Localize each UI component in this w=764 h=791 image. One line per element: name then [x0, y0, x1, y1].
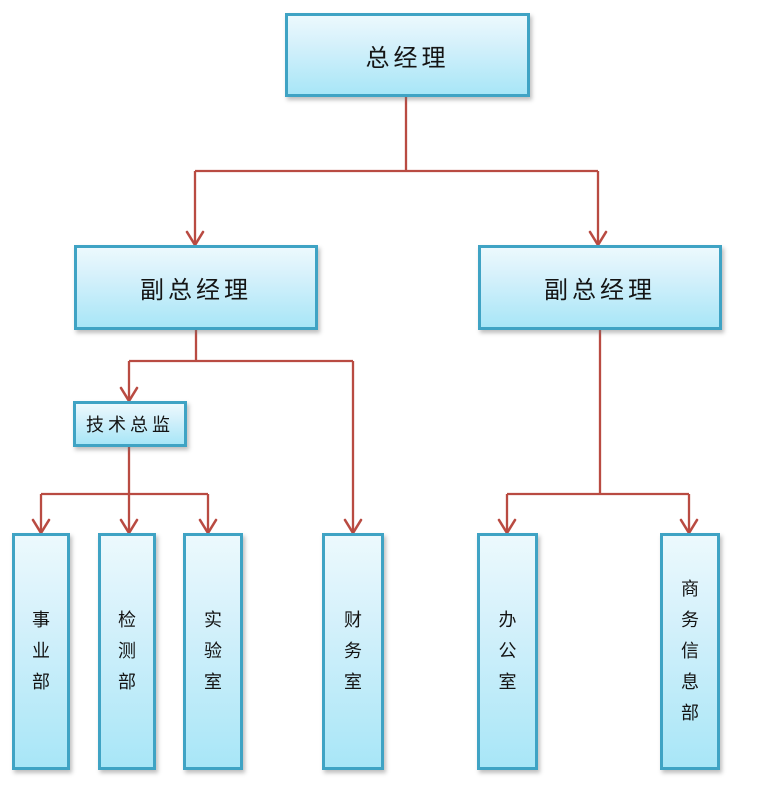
node-business-division: 事业部: [12, 533, 70, 770]
node-technical-director: 技术总监: [73, 401, 187, 447]
node-label: 商务信息部: [680, 579, 699, 723]
node-general-manager: 总经理: [285, 13, 530, 97]
node-deputy-general-manager-left: 副总经理: [74, 245, 318, 330]
node-label: 副总经理: [544, 278, 656, 304]
edge-deputy-right: [505, 330, 691, 532]
node-general-office: 办公室: [477, 533, 538, 770]
node-label: 办公室: [498, 610, 517, 692]
node-business-information-department: 商务信息部: [660, 533, 720, 770]
node-label: 事业部: [31, 610, 50, 692]
node-label: 财务室: [343, 610, 362, 692]
node-label: 总经理: [365, 45, 450, 72]
edge-gm-to-deputies: [193, 97, 600, 244]
node-label: 技术总监: [86, 415, 174, 435]
node-label: 副总经理: [140, 278, 252, 304]
edge-technical-director: [39, 447, 210, 532]
node-deputy-general-manager-right: 副总经理: [478, 245, 722, 330]
node-label: 检测部: [117, 610, 136, 692]
node-label: 实验室: [203, 610, 222, 692]
node-testing-department: 检测部: [98, 533, 156, 770]
node-finance-office: 财务室: [322, 533, 384, 770]
node-laboratory: 实验室: [183, 533, 243, 770]
